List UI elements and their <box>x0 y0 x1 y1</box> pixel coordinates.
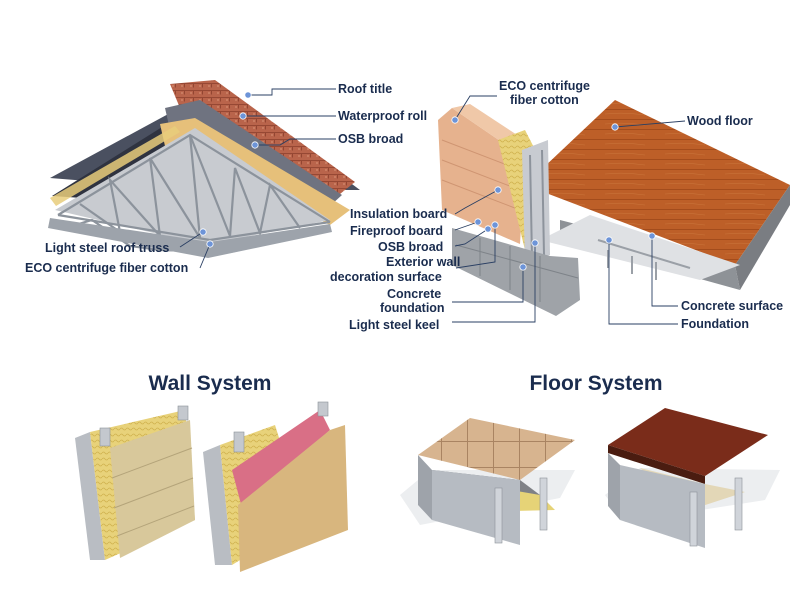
leader-fiber-cotton <box>199 243 211 269</box>
wall-floor-illustration <box>438 100 790 316</box>
leader-fireproof <box>454 221 479 231</box>
marker-concrete-surface <box>648 232 656 240</box>
label-osb-wall: OSB broad <box>378 240 443 254</box>
floor1-front-face <box>432 470 520 545</box>
roof-base-beam <box>48 218 332 258</box>
leader-concrete-foundation <box>452 267 524 303</box>
label-concrete-line2: foundation <box>380 301 445 315</box>
label-waterproof-roll: Waterproof roll <box>338 109 427 123</box>
floor1-left-edge <box>418 455 432 520</box>
leader-truss <box>179 231 204 248</box>
wall1-side <box>75 432 105 560</box>
concrete-foundation <box>452 228 580 316</box>
wall-system-panel-1 <box>75 405 195 560</box>
roof-tile-layer <box>170 80 355 202</box>
leader-roof-tile <box>248 88 336 96</box>
marker-waterproof-roll <box>239 112 247 120</box>
label-roof-tile: Roof title <box>338 82 392 96</box>
label-concrete-surface: Concrete surface <box>681 299 783 313</box>
floor-system-panel-1 <box>400 418 575 545</box>
floor2-front-face <box>620 465 705 548</box>
floor1-joist-a <box>494 487 503 544</box>
marker-fiber-cotton <box>206 240 214 248</box>
leader-osb-wall <box>454 228 489 247</box>
wall1-steel-stud <box>99 427 111 447</box>
label-osb-roof: OSB broad <box>338 132 403 146</box>
floor-system-panel-2 <box>605 408 780 548</box>
marker-truss <box>199 228 207 236</box>
label-eco-line2: fiber cotton <box>510 93 579 107</box>
roof-leader-lines <box>179 88 336 269</box>
marker-fireproof <box>474 218 482 226</box>
marker-eco-wall <box>451 116 459 124</box>
label-exterior-line2: decoration surface <box>330 270 442 284</box>
wall2-steel-stud <box>233 431 245 453</box>
concrete-surface <box>540 215 740 280</box>
floor1-joist-b <box>539 477 548 531</box>
label-truss: Light steel roof truss <box>45 241 169 255</box>
floor1-tile-surface <box>418 418 575 480</box>
leader-osb <box>255 138 336 146</box>
leader-exterior <box>455 225 496 269</box>
wall2-decoration-surface <box>238 425 348 572</box>
label-concrete-line1: Concrete <box>387 287 441 301</box>
marker-roof-tile <box>244 91 252 99</box>
label-exterior-line1: Exterior wall <box>386 255 460 269</box>
label-wood-floor: Wood floor <box>687 114 753 128</box>
leader-eco-wall <box>454 95 497 121</box>
leader-concrete-surface <box>651 236 678 307</box>
title-floor-system: Floor System <box>529 372 662 395</box>
wall2-top-stud <box>317 401 329 417</box>
exterior-decoration-face <box>438 108 525 244</box>
marker-foundation <box>605 236 613 244</box>
label-fiber-cotton-roof: ECO centrifuge fiber cotton <box>25 261 188 275</box>
wall-keel-studs <box>529 149 545 259</box>
leader-keel <box>452 243 536 323</box>
truss-back-plane <box>55 128 330 245</box>
wall1-top-stud <box>177 405 189 421</box>
label-fireproof-board: Fireproof board <box>350 224 443 238</box>
wood-floor-surface <box>525 100 790 265</box>
wall-leader-lines <box>451 95 686 325</box>
label-foundation: Foundation <box>681 317 749 331</box>
marker-osb-wall <box>484 225 492 233</box>
marker-concrete-foundation <box>519 263 527 271</box>
floor2-wood-surface <box>608 408 768 476</box>
floor-joists <box>597 239 691 280</box>
wall1-siding-lines <box>111 447 195 537</box>
leader-wood-floor <box>614 120 686 128</box>
floor2-joist-b <box>734 477 743 531</box>
floor2-joist-a <box>689 491 698 547</box>
foundation-blocks <box>455 238 579 302</box>
marker-exterior <box>491 221 499 229</box>
floor2-left-edge <box>608 453 620 520</box>
roof-illustration <box>48 80 360 258</box>
label-eco-line1: ECO centrifuge <box>499 79 590 93</box>
leader-insulation <box>454 189 499 215</box>
leader-foundation <box>608 240 678 325</box>
marker-osb <box>251 141 259 149</box>
floor-slab-edge <box>735 185 790 290</box>
title-wall-system: Wall System <box>149 372 272 395</box>
floor2-wood-edge <box>608 445 705 484</box>
label-insulation-board: Insulation board <box>350 207 447 221</box>
wall-system-panel-2 <box>203 401 348 572</box>
wall2-pink-board <box>232 410 330 508</box>
marker-keel <box>531 239 539 247</box>
label-light-steel-keel: Light steel keel <box>349 318 439 332</box>
marker-wood-floor <box>611 123 619 131</box>
marker-insulation <box>494 186 502 194</box>
fiber-cotton-edge <box>50 126 180 206</box>
wall2-side <box>203 445 232 565</box>
